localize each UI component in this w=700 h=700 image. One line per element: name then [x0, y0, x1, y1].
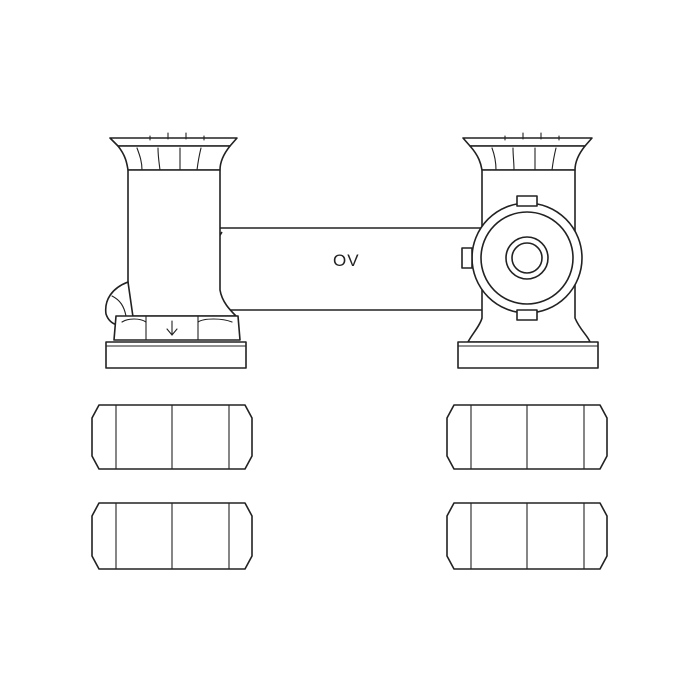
hex-nut-bottom-left	[91, 502, 253, 570]
hex-nut-top-left	[91, 404, 253, 470]
body-label: OV	[333, 251, 360, 270]
hex-nut-bottom-right	[446, 502, 608, 570]
hex-nut-top-right	[446, 404, 608, 470]
left-valve-body	[104, 132, 247, 369]
down-arrow-icon	[166, 320, 178, 336]
valve-port	[461, 195, 583, 321]
connecting-pipe: OV	[199, 227, 501, 311]
